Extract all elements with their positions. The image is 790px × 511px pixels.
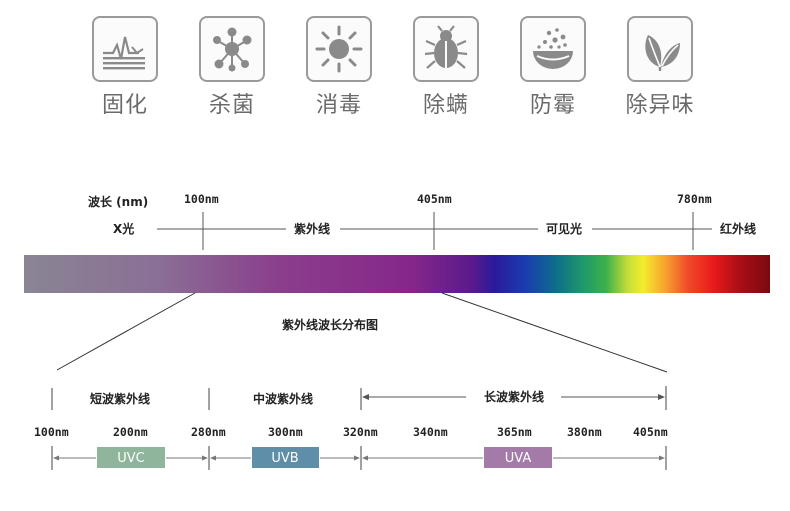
band-uvc xyxy=(97,447,165,468)
wavelength-label: 365nm xyxy=(497,425,532,439)
region-xray: X光 xyxy=(113,221,134,236)
sun-icon xyxy=(306,16,372,82)
band-uvb-label: UVB xyxy=(271,451,298,466)
wavelength-label: 280nm xyxy=(191,425,226,439)
leaf-icon xyxy=(627,16,693,82)
bowl-spores-icon xyxy=(520,16,586,82)
diagram-caption: 紫外线波长分布图 xyxy=(282,317,378,332)
feature-label: 固化 xyxy=(101,93,148,118)
feature-label: 杀菌 xyxy=(208,93,255,118)
tick-label-780nm: 780nm xyxy=(677,192,712,206)
feature-anti-mite: 除螨 xyxy=(406,16,486,119)
feature-icons-row: 固化 杀菌 xyxy=(0,0,790,130)
wavelength-label: 300nm xyxy=(268,425,303,439)
wavelength-label: 340nm xyxy=(413,425,448,439)
feature-disinfect: 消毒 xyxy=(299,16,379,119)
region-infrared: 红外线 xyxy=(720,221,756,236)
zoom-lines xyxy=(56,292,668,373)
region-divider-lines xyxy=(157,212,712,250)
band-uvc-label: UVC xyxy=(117,451,145,466)
wavelength-label: 320nm xyxy=(343,425,378,439)
wavelength-ticks xyxy=(51,386,667,470)
spectrum-bar xyxy=(24,255,770,293)
feature-curing: 固化 xyxy=(85,16,165,119)
group-uvc-label: 短波紫外线 xyxy=(90,391,150,406)
region-uv: 紫外线 xyxy=(294,221,330,236)
band-uva-label: UVA xyxy=(505,451,532,466)
waveform-icon xyxy=(92,16,158,82)
uva-range-arrow xyxy=(362,394,665,400)
feature-label: 消毒 xyxy=(315,93,362,118)
wavelength-label: 100nm xyxy=(34,425,69,439)
group-uvb-label: 中波紫外线 xyxy=(253,391,313,406)
band-arrows xyxy=(53,455,665,461)
tick-label-100nm: 100nm xyxy=(184,192,219,206)
band-uva xyxy=(484,447,552,468)
wavelength-label: 200nm xyxy=(113,425,148,439)
feature-deodorize: 除异味 xyxy=(620,16,700,119)
region-visible: 可见光 xyxy=(546,221,582,236)
molecule-icon xyxy=(199,16,265,82)
axis-label: 波长 (nm) xyxy=(88,194,148,209)
band-uvb xyxy=(252,447,319,468)
tick-label-405nm: 405nm xyxy=(417,192,452,206)
feature-label: 除螨 xyxy=(422,93,469,118)
beetle-icon xyxy=(413,16,479,82)
wavelength-label: 405nm xyxy=(633,425,668,439)
group-uva-label: 长波紫外线 xyxy=(484,389,544,404)
feature-sterilize: 杀菌 xyxy=(192,16,272,119)
wavelength-label: 380nm xyxy=(567,425,602,439)
feature-anti-mold: 防霉 xyxy=(513,16,593,119)
feature-label: 除异味 xyxy=(625,93,695,118)
feature-label: 防霉 xyxy=(529,93,576,118)
